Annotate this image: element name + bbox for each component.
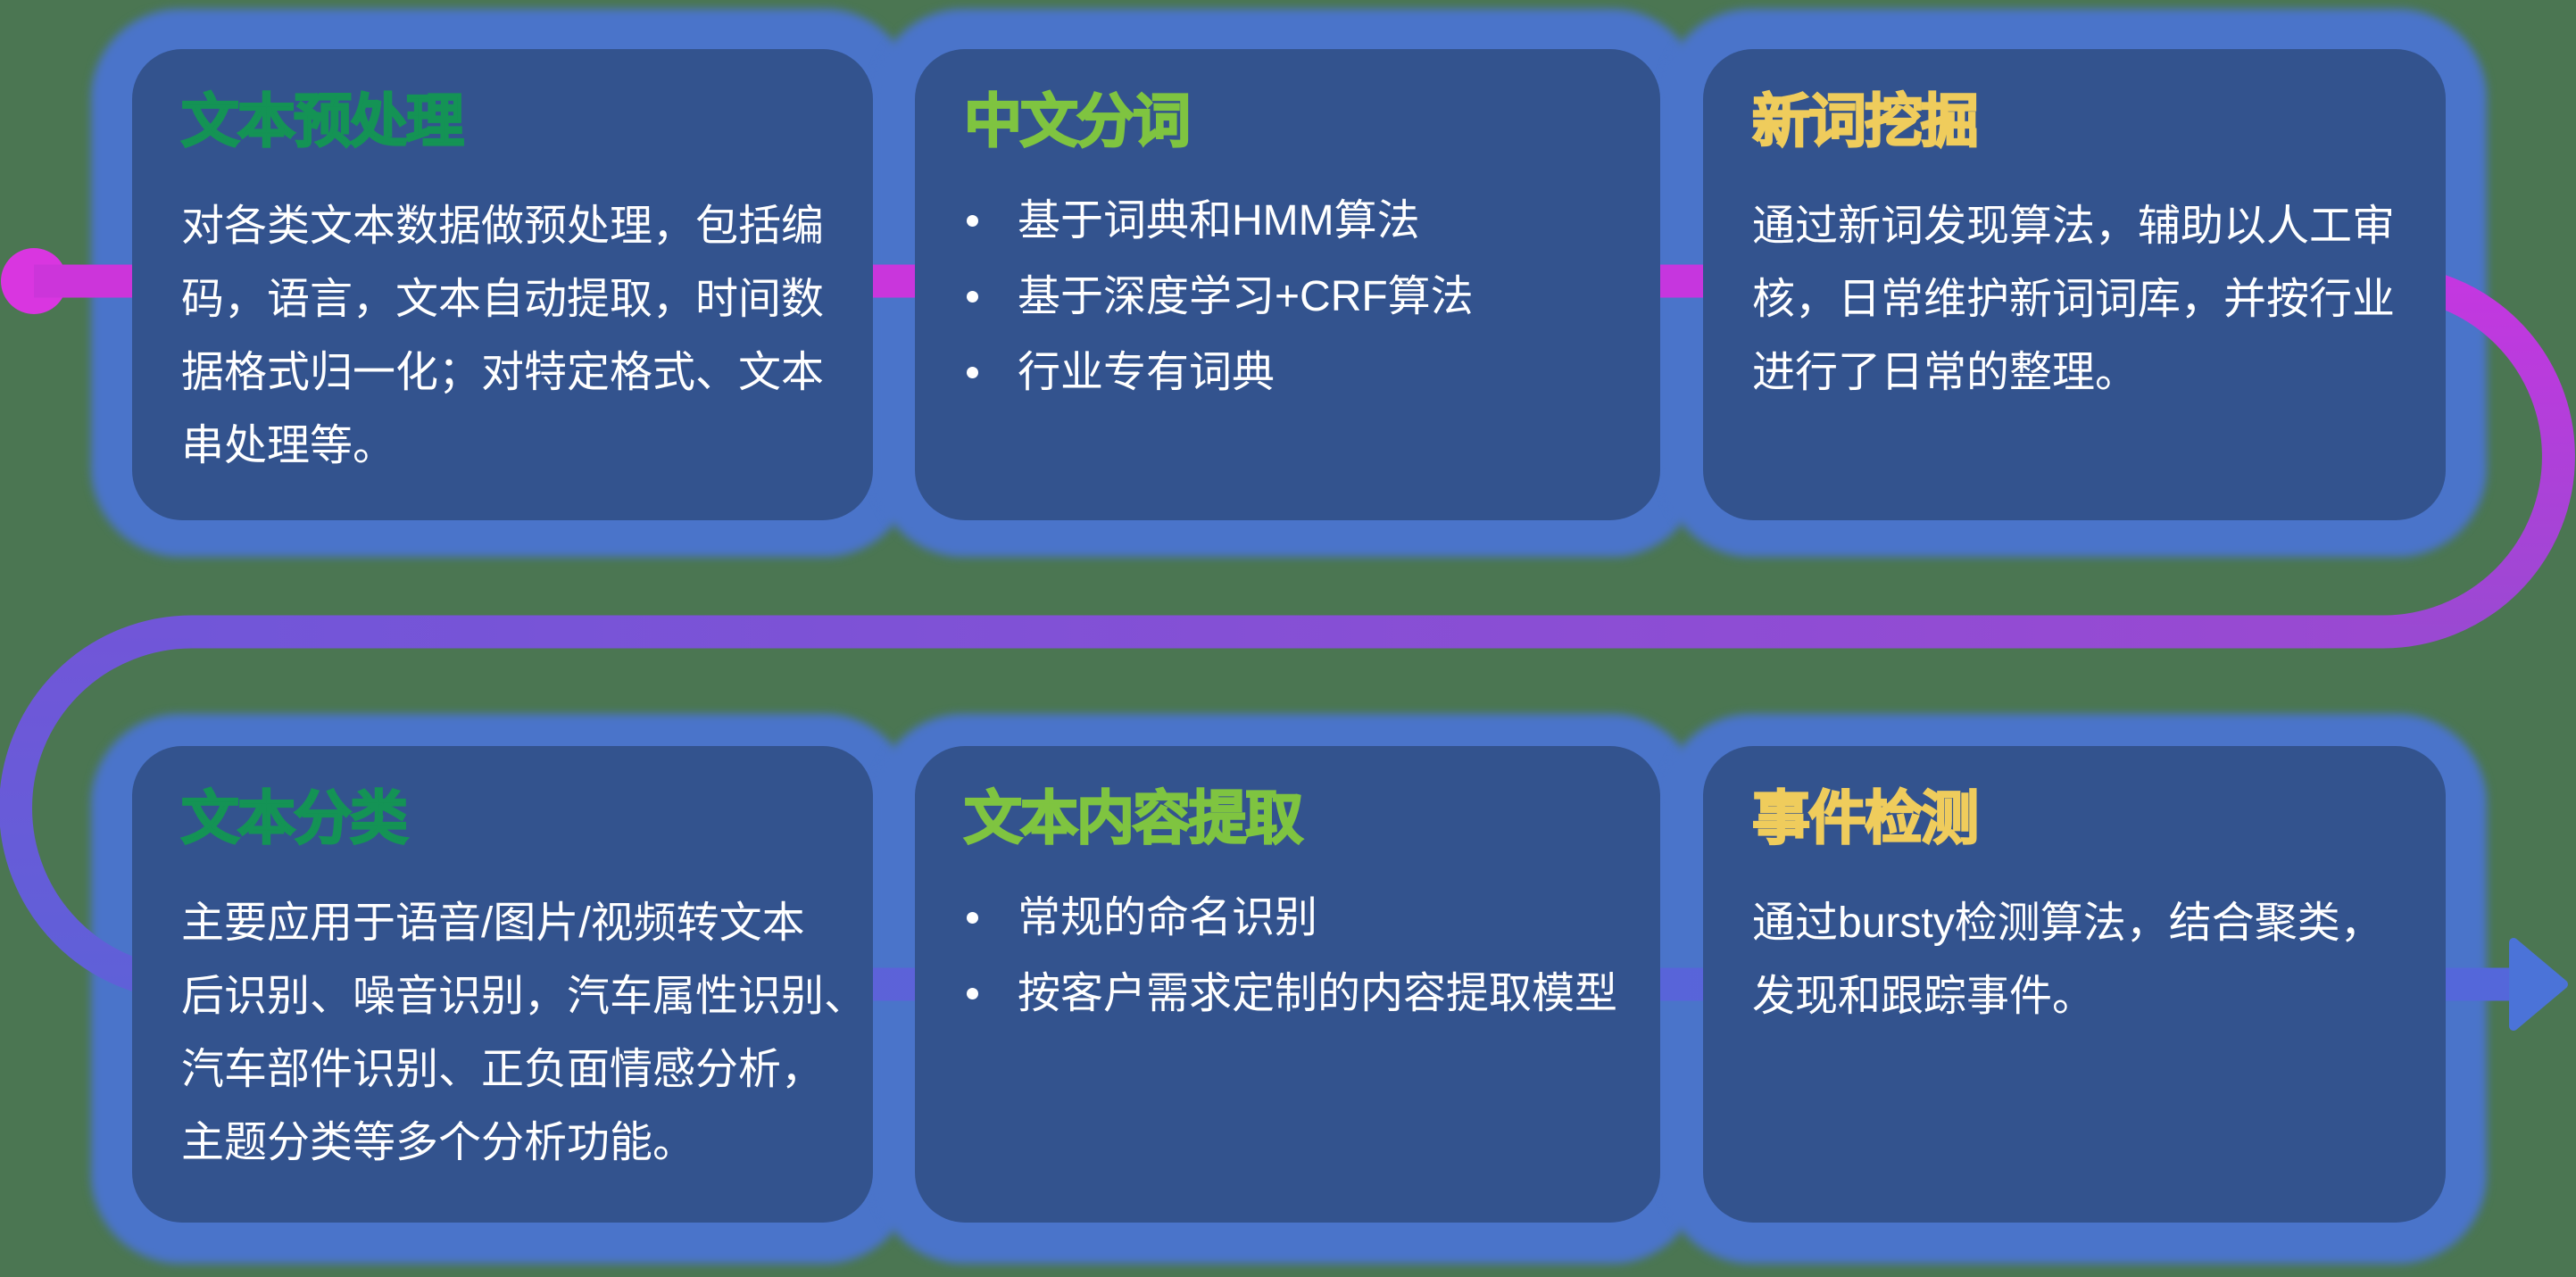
card-body: 主要应用于语音/图片/视频转文本 后识别、噪音识别，汽车属性识别、 汽车部件识别… (181, 887, 867, 1180)
body-line: 进行了日常的整理。 (1752, 349, 2139, 396)
card-body: 通过bursty检测算法，结合聚类， 发现和跟踪事件。 (1752, 887, 2383, 1033)
body-line: 汽车部件识别、正负面情感分析， (181, 1046, 825, 1093)
card-title: 事件检测 (1751, 785, 1980, 850)
body-line: 发现和跟踪事件。 (1752, 973, 2096, 1020)
body-line: 通过新词发现算法，辅助以人工审 (1752, 203, 2396, 250)
card-title: 文本预处理 (180, 88, 465, 153)
card-text-classification: 文本分类 主要应用于语音/图片/视频转文本 后识别、噪音识别，汽车属性识别、 汽… (132, 746, 873, 1223)
card-body: 通过新词发现算法，辅助以人工审 核，日常维护新词词库，并按行业 进行了日常的整理… (1752, 190, 2395, 410)
card-title: 新词挖掘 (1751, 88, 1980, 153)
bullet-item: 基于词典和HMM算法 (915, 183, 1474, 259)
card-body: 基于词典和HMM算法 基于深度学习+CRF算法 行业专有词典 (915, 183, 1474, 410)
body-line: 据格式归一化；对特定格式、文本 (181, 349, 825, 396)
card-title: 文本分类 (180, 785, 409, 850)
bullet-item: 基于深度学习+CRF算法 (915, 259, 1474, 335)
body-line: 主要应用于语音/图片/视频转文本 (181, 900, 805, 947)
card-title: 文本内容提取 (963, 785, 1304, 850)
bullet-text: 按客户需求定制的内容提取模型 (1018, 970, 1618, 1017)
body-line: 通过bursty检测算法，结合聚类， (1752, 900, 2383, 947)
bullet-text: 基于词典和HMM算法 (1018, 197, 1420, 245)
bullet-dot-icon (967, 988, 978, 999)
bullet-dot-icon (967, 291, 978, 303)
bullet-text: 常规的命名识别 (1018, 894, 1318, 941)
body-line: 对各类文本数据做预处理，包括编 (181, 203, 825, 250)
bullet-item: 按客户需求定制的内容提取模型 (915, 956, 1617, 1032)
body-line: 串处理等。 (181, 422, 396, 469)
body-line: 后识别、噪音识别，汽车属性识别、 (181, 973, 868, 1020)
flow-curve-left (0, 615, 193, 1001)
flow-curve-right (2382, 264, 2575, 649)
bullet-dot-icon (967, 215, 978, 227)
body-line: 主题分类等多个分析功能。 (181, 1119, 696, 1166)
bullet-dot-icon (967, 367, 978, 378)
card-body: 常规的命名识别 按客户需求定制的内容提取模型 (915, 880, 1617, 1032)
bullet-dot-icon (967, 912, 978, 924)
card-text-content-extraction: 文本内容提取 常规的命名识别 按客户需求定制的内容提取模型 (915, 746, 1660, 1223)
card-chinese-word-segmentation: 中文分词 基于词典和HMM算法 基于深度学习+CRF算法 行业专有词典 (915, 49, 1660, 520)
body-line: 码，语言，文本自动提取，时间数 (181, 276, 825, 323)
body-line: 核，日常维护新词词库，并按行业 (1752, 276, 2396, 323)
card-text-preprocessing: 文本预处理 对各类文本数据做预处理，包括编 码，语言，文本自动提取，时间数 据格… (132, 49, 873, 520)
bullet-text: 行业专有词典 (1018, 349, 1276, 396)
card-title: 中文分词 (963, 88, 1192, 153)
card-new-word-mining: 新词挖掘 通过新词发现算法，辅助以人工审 核，日常维护新词词库，并按行业 进行了… (1703, 49, 2446, 520)
card-body: 对各类文本数据做预处理，包括编 码，语言，文本自动提取，时间数 据格式归一化；对… (181, 190, 824, 483)
card-event-detection: 事件检测 通过bursty检测算法，结合聚类， 发现和跟踪事件。 (1703, 746, 2446, 1223)
bullet-item: 常规的命名识别 (915, 880, 1617, 956)
bullet-text: 基于深度学习+CRF算法 (1018, 273, 1474, 320)
bullet-item: 行业专有词典 (915, 335, 1474, 410)
flow-arrow (2509, 938, 2568, 1031)
